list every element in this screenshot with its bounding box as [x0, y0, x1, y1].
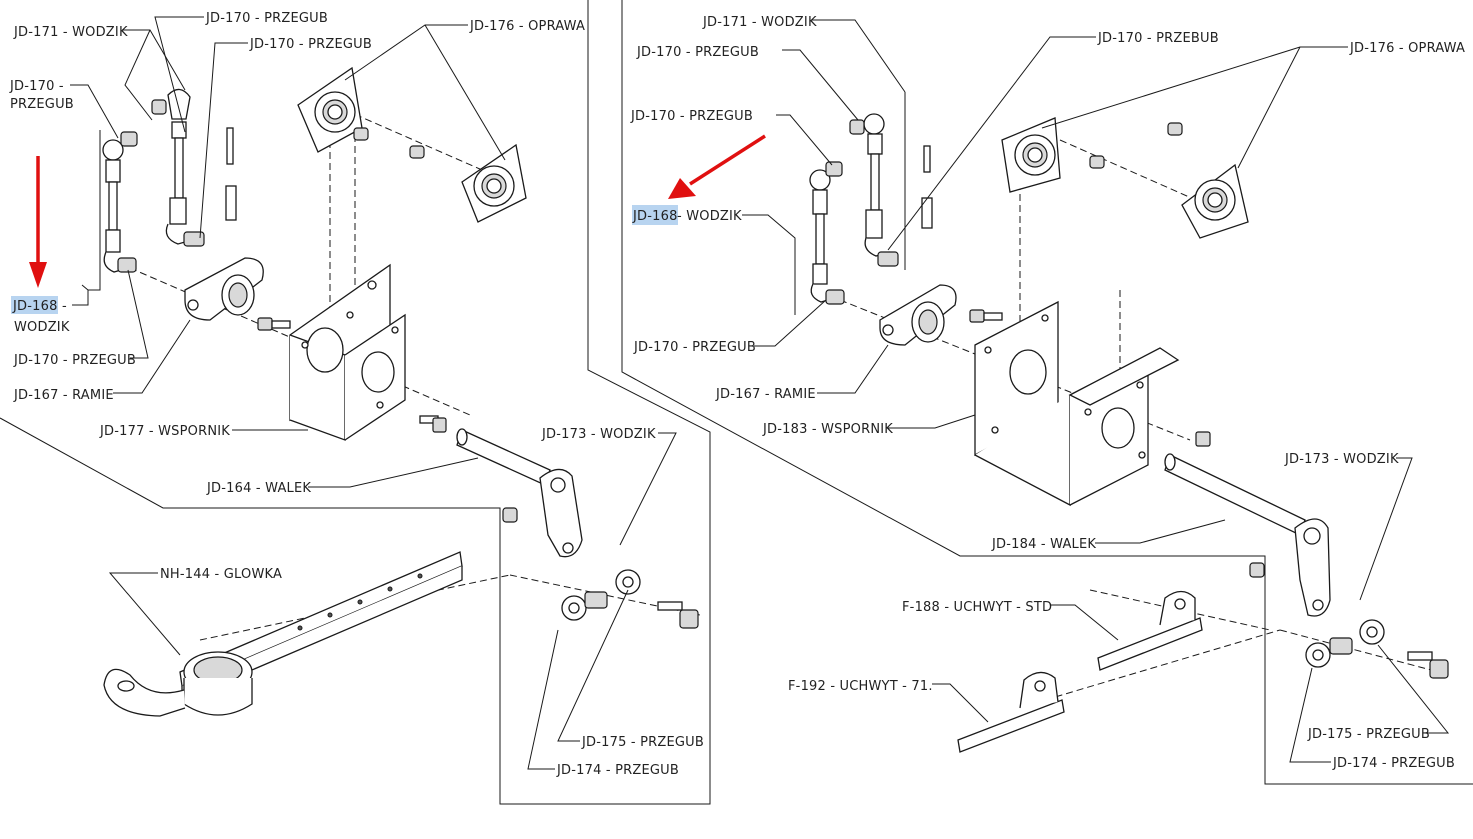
left-assembly	[102, 66, 701, 717]
label-jd170b-right: JD-170 - PRZEGUB	[630, 109, 753, 124]
label-f188-right: F-188 - UCHWYT - STD	[902, 600, 1052, 615]
left-labels: JD-171 - WODZIK JD-170 - PRZEGUB JD-170 …	[9, 11, 704, 778]
label-jd170-top1-left: JD-170 - PRZEGUB	[205, 11, 328, 26]
label-jd168-dash-left: -	[62, 299, 67, 314]
bolt-left-2	[419, 415, 447, 433]
label-nh144-left: NH-144 - GLOWKA	[160, 567, 282, 582]
label-jd171-right: JD-171 - WODZIK	[702, 15, 817, 30]
jd171-link-right	[849, 113, 899, 267]
jd176-bearing-right-2	[1167, 122, 1249, 239]
label-jd176-left: JD-176 - OPRAWA	[469, 19, 585, 34]
jd183-bracket-right	[974, 300, 1180, 507]
jd168-highlight-right	[632, 205, 678, 225]
label-jd170a-right: JD-170 - PRZEGUB	[636, 45, 759, 60]
jd173-link-left	[561, 569, 699, 629]
f192-bracket-right	[957, 671, 1065, 753]
jd171-link-left	[151, 88, 205, 247]
right-labels: JD-171 - WODZIK JD-170 - PRZEGUB JD-170 …	[630, 15, 1465, 771]
red-arrowhead-right	[668, 178, 696, 199]
label-jd173-right: JD-173 - WODZIK	[1284, 452, 1399, 467]
nh144-head-left	[103, 551, 463, 717]
label-jd183-right: JD-183 - WSPORNIK	[762, 422, 893, 437]
label-jd168-code-right: JD-168	[632, 209, 678, 224]
label-jd175-left: JD-175 - PRZEGUB	[581, 735, 704, 750]
label-jd173-left: JD-173 - WODZIK	[541, 427, 656, 442]
label-jd171-left: JD-171 - WODZIK	[13, 25, 128, 40]
jd176-bearing-left-1	[297, 66, 369, 153]
red-arrow-right	[689, 134, 766, 186]
label-jd168-name-left: WODZIK	[14, 320, 70, 335]
label-jd170-bottom-left: JD-170 - PRZEGUB	[13, 353, 136, 368]
red-arrowhead-left	[29, 262, 47, 288]
jd184-shaft-right	[1164, 453, 1331, 617]
bolt-right-1	[969, 309, 1003, 323]
jd167-arm-right	[879, 284, 957, 346]
label-jd168-code-left: JD-168	[12, 299, 58, 314]
bolt-right-2	[1195, 431, 1211, 447]
panel-borders	[0, 0, 1473, 805]
label-jd177-left: JD-177 - WSPORNIK	[99, 424, 230, 439]
jd176-bearing-left-2	[409, 143, 527, 223]
jd168-link-left	[102, 131, 138, 273]
jd168-link-right	[809, 161, 845, 305]
label-jd167-right: JD-167 - RAMIE	[715, 387, 816, 402]
label-jd176-right: JD-176 - OPRAWA	[1349, 41, 1465, 56]
label-jd170-top2-left: JD-170 - PRZEGUB	[249, 37, 372, 52]
label-jd174-left: JD-174 - PRZEGUB	[556, 763, 679, 778]
label-f192-right: F-192 - UCHWYT - 71.	[788, 679, 933, 694]
label-jd168-rest-right: - WODZIK	[677, 209, 742, 224]
label-jd170-przebub-right: JD-170 - PRZEBUB	[1097, 31, 1219, 46]
jd177-bracket-left	[289, 263, 406, 441]
jd176-bearing-right-1	[1001, 117, 1105, 193]
label-jd174-right: JD-174 - PRZEGUB	[1332, 756, 1455, 771]
jd168-highlight-left	[11, 296, 58, 314]
label-jd170c-right: JD-170 - PRZEGUB	[633, 340, 756, 355]
bolt-left-1	[257, 317, 291, 331]
right-assembly	[809, 113, 1451, 753]
label-jd167-left: JD-167 - RAMIE	[13, 388, 114, 403]
label-jd170-side-line1-left: JD-170 -	[9, 79, 64, 94]
jd167-arm-left	[184, 257, 264, 321]
label-jd170-side-line2-left: PRZEGUB	[10, 97, 74, 112]
label-jd164-left: JD-164 - WALEK	[206, 481, 311, 496]
jd164-shaft-left	[456, 428, 583, 558]
f188-bracket-right	[1097, 590, 1203, 671]
label-jd175-right: JD-175 - PRZEGUB	[1307, 727, 1430, 742]
label-jd184-right: JD-184 - WALEK	[991, 537, 1096, 552]
jd173-link-right	[1305, 619, 1449, 679]
